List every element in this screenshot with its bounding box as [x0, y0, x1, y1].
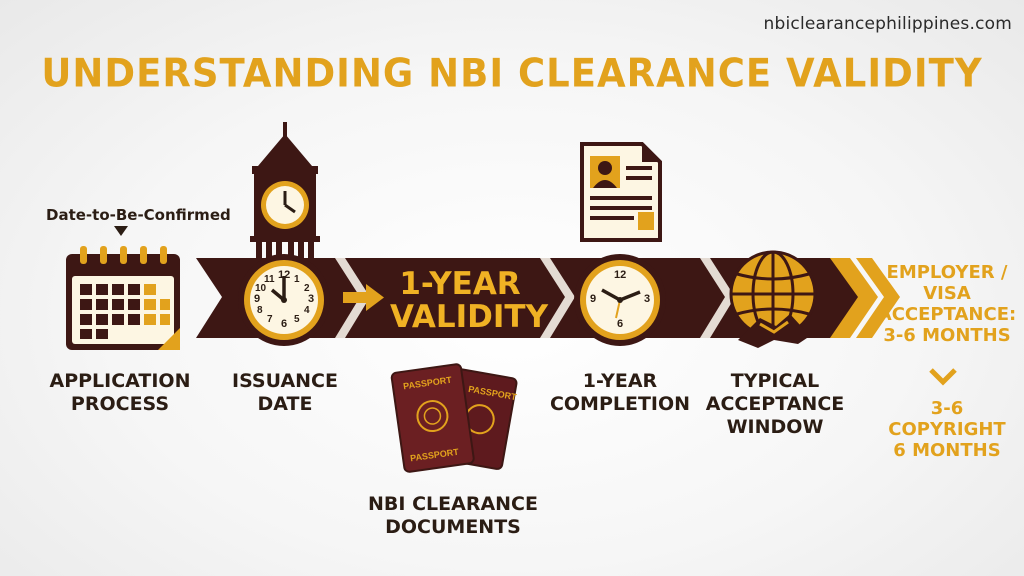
step-label-line: PROCESS [70, 393, 170, 415]
clock-number: 2 [304, 283, 310, 294]
completion-clock-numbers: 12 3 6 9 [572, 252, 668, 348]
step-label-line: TYPICAL [730, 370, 820, 392]
validity-line1: 1-YEAR [399, 266, 521, 302]
clock-number: 11 [264, 274, 275, 285]
page-title: UNDERSTANDING NBI CLEARANCE VALIDITY [41, 50, 983, 97]
step-label-application: APPLICATION PROCESS [40, 370, 200, 416]
employer-label-line: ACCEPTANCE: [877, 304, 1017, 325]
completion-clock-icon [574, 254, 666, 346]
clock-number: 4 [304, 305, 310, 316]
step-label-line: DATE [257, 393, 313, 415]
issuance-clock-icon [238, 254, 330, 346]
clock-number: 6 [281, 318, 288, 330]
employer-label-line: VISA [923, 283, 971, 304]
clock-number: 8 [257, 305, 263, 316]
step-label-line: APPLICATION [49, 370, 191, 392]
documents-label-line: NBI CLEARANCE [368, 493, 538, 515]
step-label-line: COMPLETION [549, 393, 691, 415]
step-label-line: WINDOW [726, 416, 824, 438]
clock-number: 1 [294, 274, 300, 285]
calendar-icon [66, 246, 180, 350]
globe-handshake-icon [729, 250, 817, 348]
documents-label-line: DOCUMENTS [385, 516, 521, 538]
validity-line2: VALIDITY [390, 299, 549, 335]
clock-number: 5 [294, 314, 300, 325]
clock-number: 10 [255, 283, 267, 294]
clock-number: 3 [308, 293, 315, 305]
step-label-completion: 1-YEAR COMPLETION [545, 370, 695, 416]
copyright-label-line: 3-6 [930, 398, 964, 419]
employer-label-line: EMPLOYER / [886, 262, 1008, 283]
clock-number: 6 [617, 318, 624, 330]
clock-number: 9 [590, 293, 597, 305]
calendar-caption: Date-to-Be-Confirmed [46, 206, 231, 224]
clock-tower-icon [248, 122, 322, 266]
step-label-issuance: ISSUANCE DATE [210, 370, 360, 416]
clock-number: 12 [278, 269, 291, 281]
issuance-clock-numbers: 12 3 6 9 1 2 4 5 7 8 10 11 [236, 252, 332, 348]
step-label-line: ISSUANCE [232, 370, 338, 392]
employer-acceptance-label: EMPLOYER / VISA ACCEPTANCE: 3-6 MONTHS [872, 262, 1022, 346]
employer-label-line: 3-6 MONTHS [883, 325, 1011, 346]
clock-number: 3 [644, 293, 651, 305]
clock-number: 7 [267, 314, 273, 325]
step-label-acceptance: TYPICAL ACCEPTANCE WINDOW [700, 370, 850, 439]
copyright-label-line: 6 MONTHS [893, 440, 1001, 461]
documents-label: NBI CLEARANCE DOCUMENTS [368, 493, 538, 539]
id-document-icon [580, 142, 662, 242]
step-label-line: 1-YEAR [582, 370, 658, 392]
passport-icon [390, 363, 518, 473]
clock-number: 9 [254, 293, 261, 305]
copyright-duration-label: 3-6 COPYRIGHT 6 MONTHS [872, 398, 1022, 461]
site-url: nbiclearancephilippines.com [763, 14, 1012, 34]
chevron-down-icon [929, 368, 957, 386]
caret-down-icon [114, 226, 128, 236]
step-label-line: ACCEPTANCE [705, 393, 845, 415]
validity-label: 1-YEAR VALIDITY [390, 266, 549, 335]
copyright-label-line: COPYRIGHT [888, 419, 1006, 440]
clock-number: 12 [614, 269, 627, 281]
